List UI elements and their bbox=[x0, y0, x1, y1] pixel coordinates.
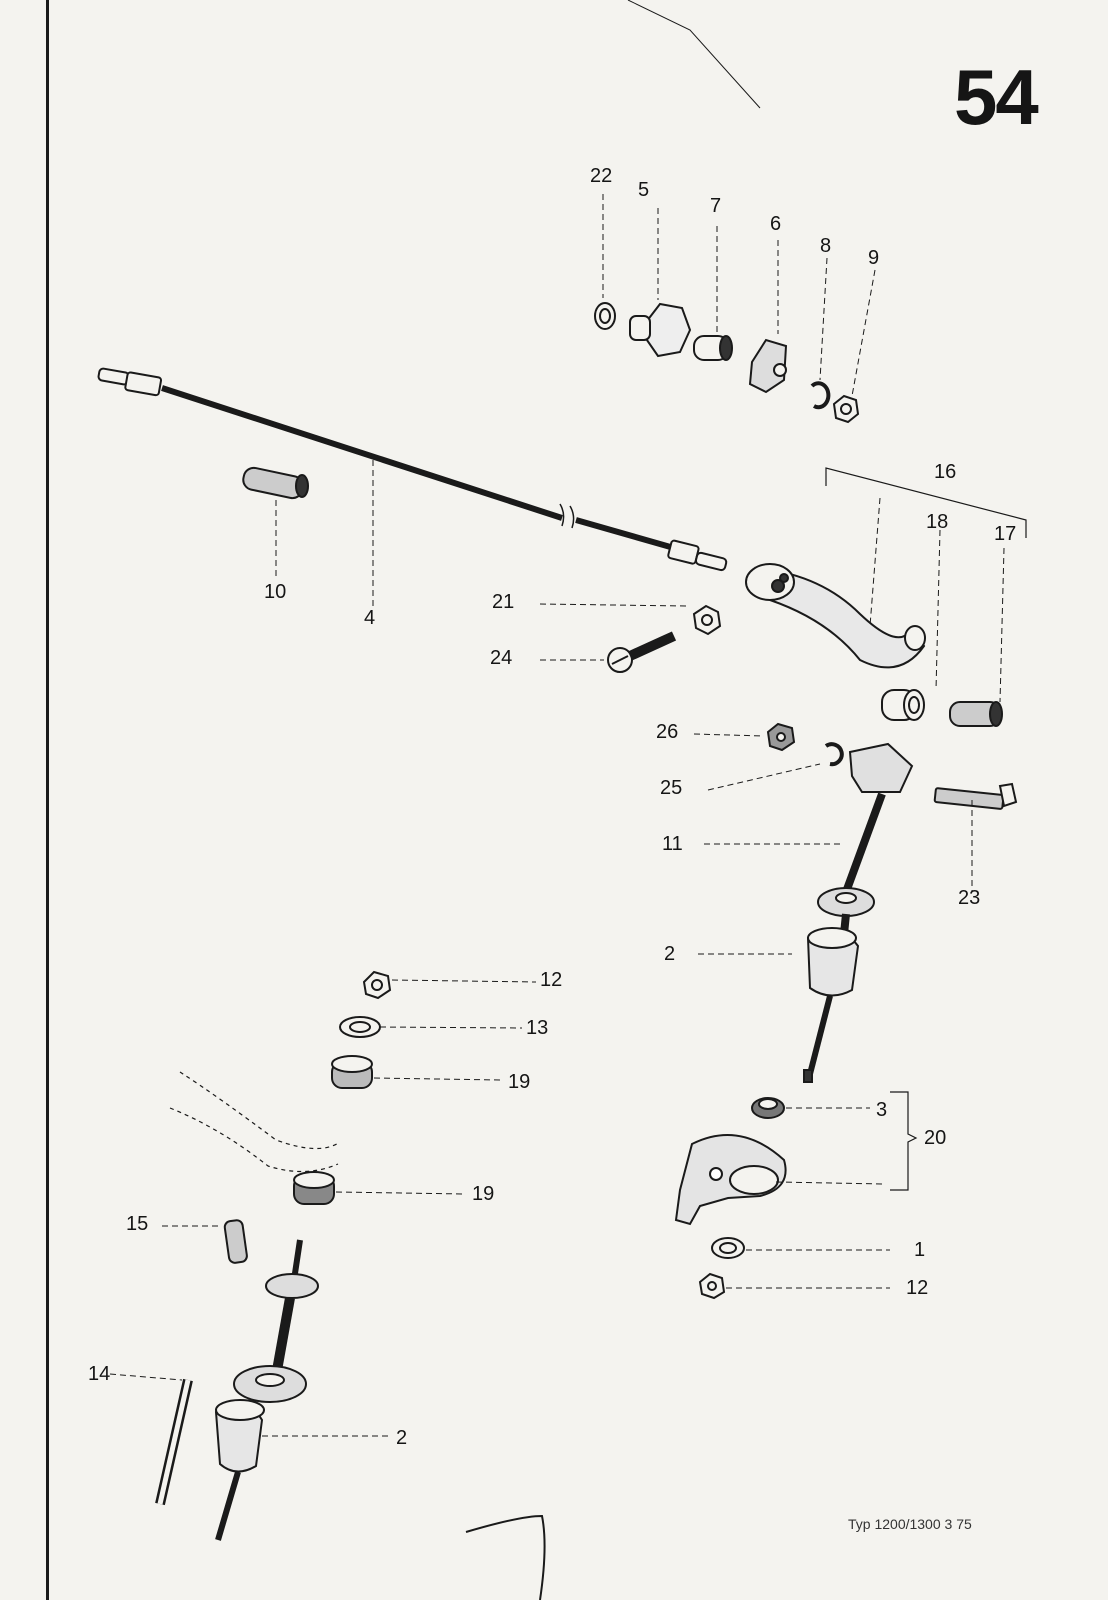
stray-line bbox=[627, 0, 761, 109]
grommet-19-upper bbox=[331, 1055, 373, 1089]
sleeve-10 bbox=[242, 466, 309, 500]
bushing-18 bbox=[881, 689, 925, 721]
pin-15 bbox=[223, 1219, 248, 1264]
label-23: 23 bbox=[958, 887, 981, 909]
rubber-boot-2-lower bbox=[214, 1399, 265, 1541]
nut-9 bbox=[832, 394, 860, 424]
washer-13 bbox=[339, 1016, 381, 1038]
rod-14 bbox=[155, 1378, 193, 1506]
flange-5 bbox=[629, 302, 692, 358]
nut-12-upper bbox=[362, 970, 392, 1000]
label-22: 22 bbox=[590, 165, 613, 187]
label-24: 24 bbox=[490, 647, 513, 669]
label-3: 3 bbox=[876, 1099, 888, 1121]
page-number: 54 bbox=[954, 53, 1039, 141]
lock-washer-25 bbox=[824, 742, 844, 767]
label-12-lower: 12 bbox=[906, 1277, 929, 1299]
stray-line-bottom bbox=[465, 1514, 546, 1600]
label-8: 8 bbox=[820, 235, 832, 257]
label-26: 26 bbox=[656, 721, 679, 743]
label-21: 21 bbox=[492, 591, 515, 613]
lever-assembly-lower bbox=[233, 1239, 319, 1403]
label-7: 7 bbox=[710, 195, 722, 217]
label-19-lower: 19 bbox=[472, 1183, 495, 1205]
dashed-lever-outline bbox=[169, 1071, 341, 1173]
label-20: 20 bbox=[924, 1127, 947, 1149]
nut-26 bbox=[766, 722, 796, 752]
label-1: 1 bbox=[914, 1239, 926, 1261]
label-9: 9 bbox=[868, 247, 880, 269]
nut-21 bbox=[692, 604, 722, 636]
label-14: 14 bbox=[88, 1363, 111, 1385]
leader-lines bbox=[109, 194, 1005, 1437]
label-15: 15 bbox=[126, 1213, 149, 1235]
bolt-24 bbox=[607, 631, 677, 673]
label-10: 10 bbox=[264, 581, 287, 603]
label-19-upper: 19 bbox=[508, 1071, 531, 1093]
bushing-7 bbox=[693, 335, 733, 361]
label-17: 17 bbox=[994, 523, 1017, 545]
lock-washer-8 bbox=[810, 381, 831, 410]
label-18: 18 bbox=[926, 511, 949, 533]
sleeve-17 bbox=[949, 701, 1003, 727]
flange-6 bbox=[748, 338, 788, 394]
grommet-19-lower bbox=[293, 1171, 335, 1205]
housing-20 bbox=[674, 1134, 787, 1226]
grommet-3 bbox=[751, 1097, 785, 1119]
label-6: 6 bbox=[770, 213, 782, 235]
label-13: 13 bbox=[526, 1017, 549, 1039]
coupling-lever-16 bbox=[745, 563, 926, 669]
label-4: 4 bbox=[364, 607, 376, 629]
washer-22 bbox=[594, 302, 616, 330]
shift-lever-11 bbox=[817, 792, 886, 935]
footer-model-text: Typ 1200/1300 3 75 bbox=[848, 1516, 972, 1532]
label-2-upper: 2 bbox=[664, 943, 676, 965]
label-11: 11 bbox=[662, 833, 683, 855]
page-binding-edge bbox=[46, 0, 49, 1600]
washer-1 bbox=[711, 1237, 745, 1259]
label-16: 16 bbox=[934, 461, 957, 483]
shift-rod-4 bbox=[97, 367, 728, 572]
label-25: 25 bbox=[660, 777, 683, 799]
clamp-bracket bbox=[848, 742, 914, 793]
rubber-boot-2-upper bbox=[803, 927, 860, 1083]
label-5: 5 bbox=[638, 179, 650, 201]
label-12-upper: 12 bbox=[540, 969, 563, 991]
bolt-23 bbox=[933, 782, 1018, 810]
nut-12-lower bbox=[698, 1272, 726, 1300]
label-2-lower: 2 bbox=[396, 1427, 408, 1449]
